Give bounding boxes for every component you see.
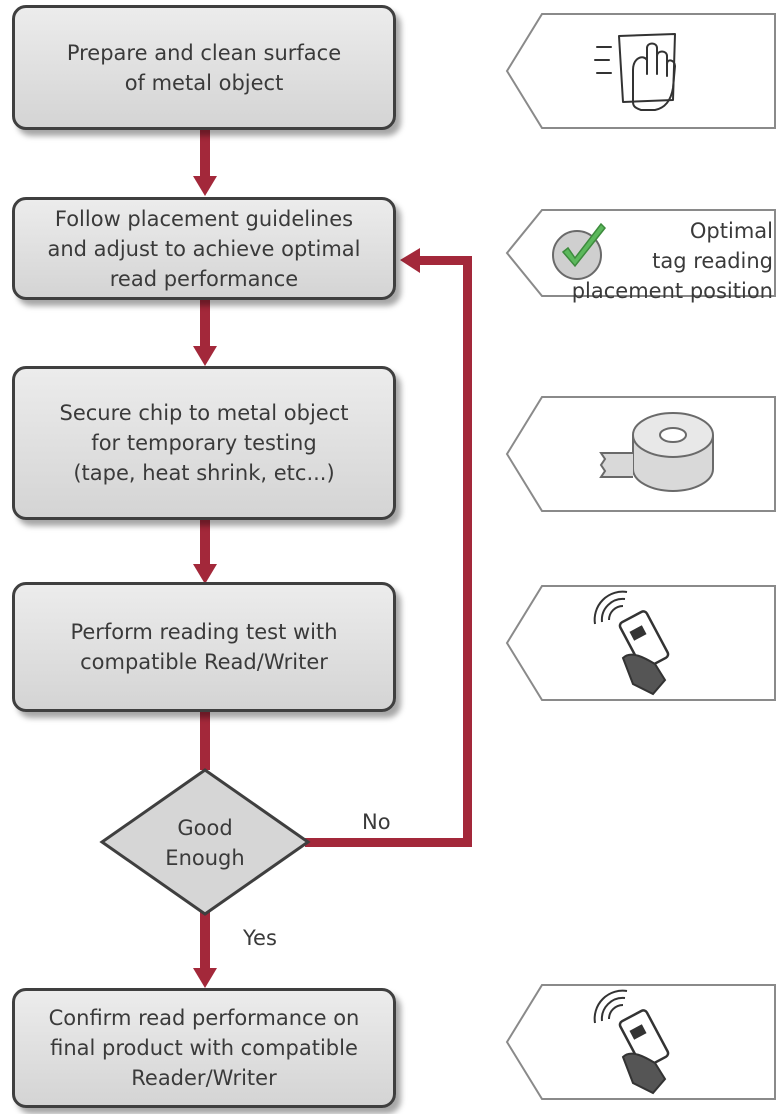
step-placement-box: Follow placement guidelines and adjust t… [12, 197, 396, 300]
arrow-decision-yes [200, 912, 210, 970]
side-panel-placement: Optimal tag reading placement position [505, 208, 777, 303]
arrowhead-decision-yes [193, 968, 217, 988]
placement-panel-text: Optimal tag reading placement position [571, 219, 773, 303]
step-secure-box: Secure chip to metal object for temporar… [12, 366, 396, 520]
wiping-hand-icon [594, 33, 676, 111]
arrow-decision-no-vertical [463, 256, 472, 847]
step-confirm-box: Confirm read performance on final produc… [12, 988, 396, 1108]
arrow-test-to-decision [200, 712, 210, 770]
handheld-reader-icon [593, 989, 670, 1095]
arrow-secure-to-test [200, 520, 210, 566]
side-panel-clean [505, 12, 777, 130]
decision-label: Good Enough [165, 816, 245, 870]
tape-roll-icon [599, 412, 714, 492]
arrow-prepare-to-placement [200, 130, 210, 178]
decision-yes-label: Yes [243, 926, 277, 950]
decision-no-label: No [362, 810, 391, 834]
arrowhead-prepare-to-placement [193, 176, 217, 196]
arrow-decision-no-horizontal [305, 838, 472, 847]
side-panel-test [505, 584, 777, 702]
side-panel-secure [505, 395, 777, 513]
arrow-decision-no-top [418, 256, 472, 265]
arrow-placement-to-secure [200, 300, 210, 348]
arrowhead-placement-to-secure [193, 346, 217, 366]
step-test-box: Perform reading test with compatible Rea… [12, 582, 396, 712]
handheld-reader-icon [593, 590, 670, 696]
arrowhead-secure-to-test [193, 564, 217, 584]
checkmark-icon [552, 222, 607, 280]
step-prepare-box: Prepare and clean surface of metal objec… [12, 5, 396, 130]
decision-diamond [99, 768, 311, 916]
side-panel-confirm [505, 983, 777, 1101]
arrowhead-decision-no [400, 248, 420, 273]
